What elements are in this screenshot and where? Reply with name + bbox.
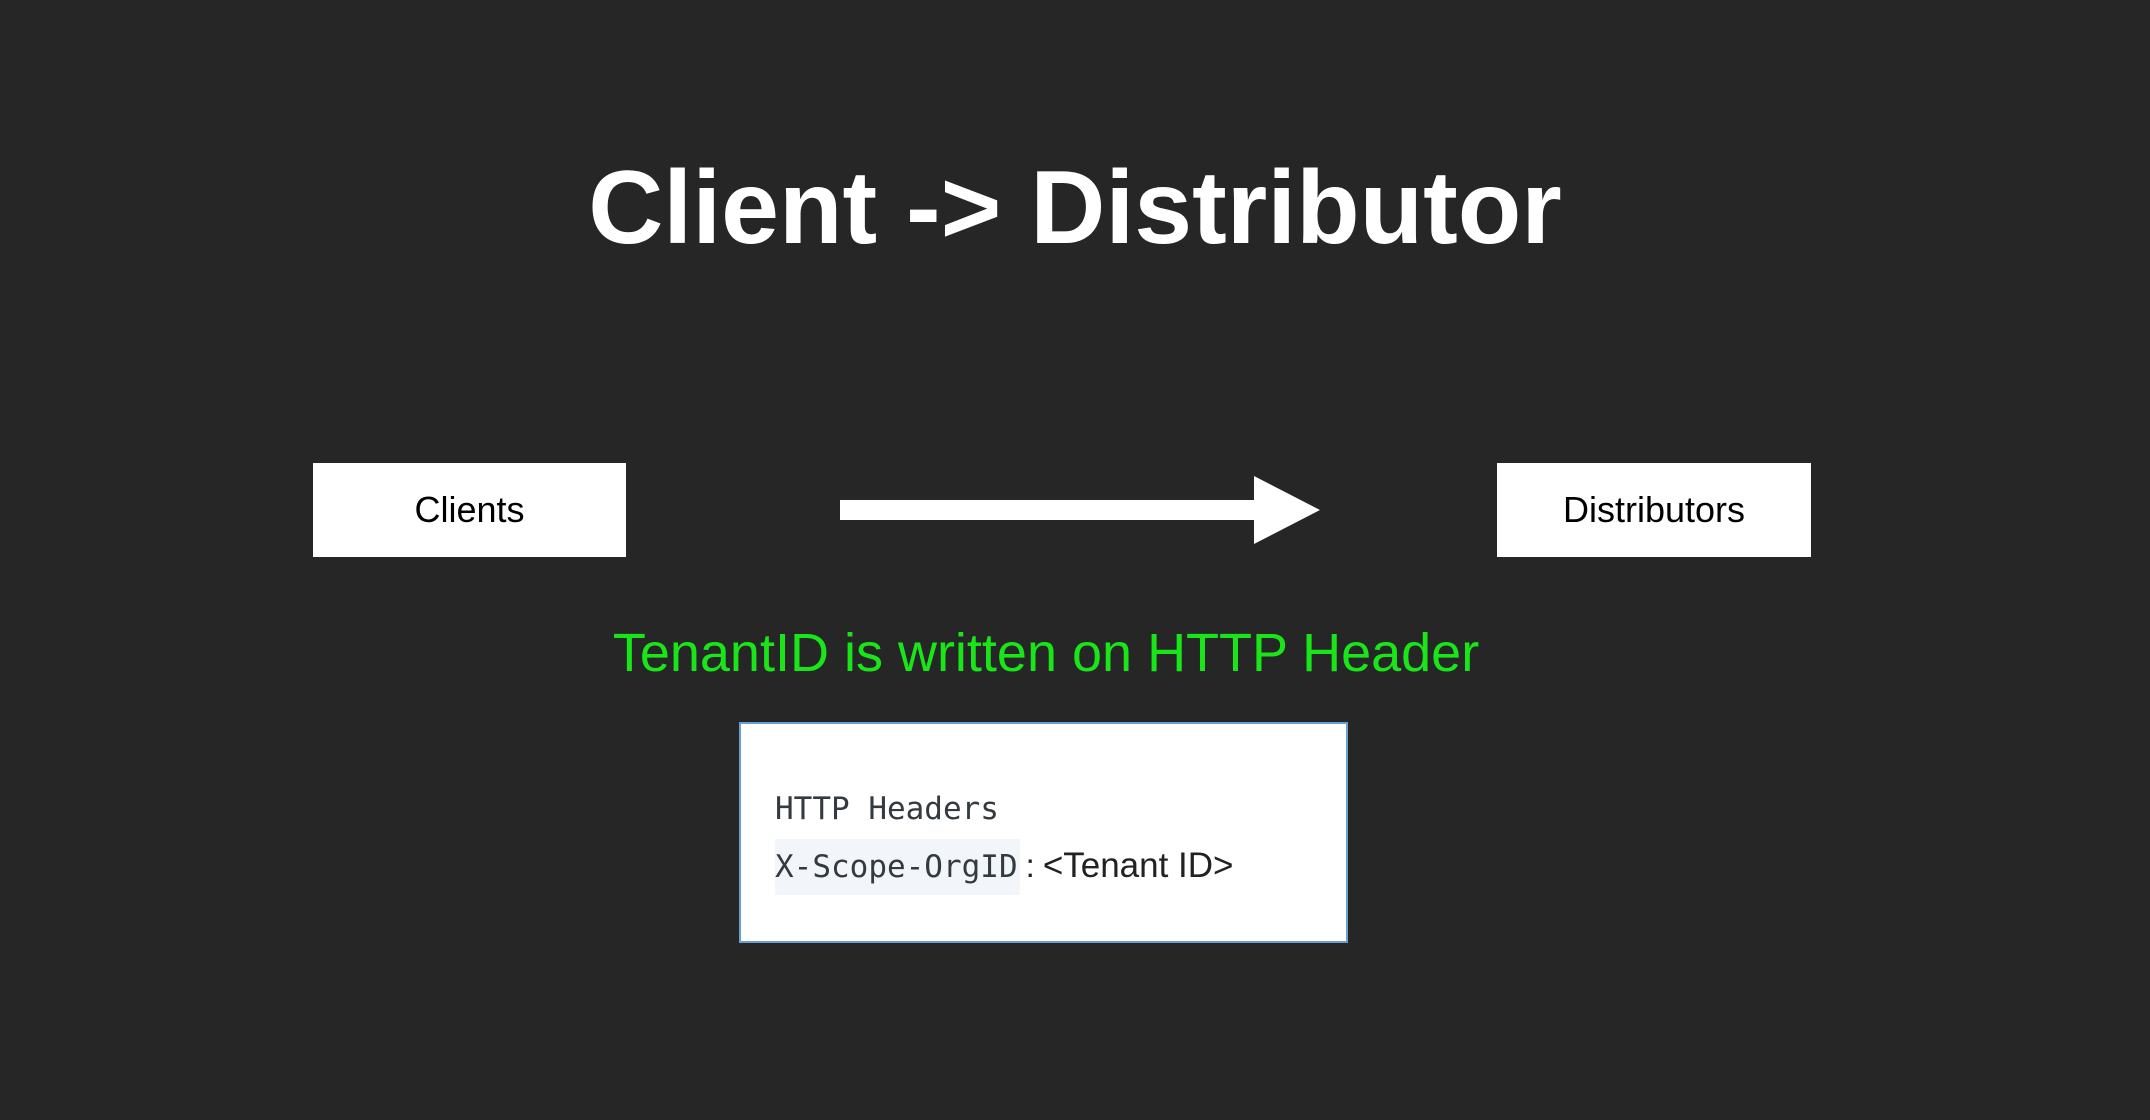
distributors-box-label: Distributors <box>1562 489 1746 530</box>
header-separator: : <box>1025 847 1035 884</box>
slide-title: Client -> Distributor <box>588 150 1562 266</box>
header-value: <Tenant ID> <box>1042 846 1234 885</box>
http-header-box: HTTP Headers X-Scope-OrgID:<Tenant ID> <box>739 722 1348 943</box>
header-key: X-Scope-OrgID <box>775 839 1020 895</box>
distributors-box: Distributors <box>1497 463 1811 557</box>
http-headers-heading: HTTP Headers <box>775 791 999 827</box>
arrow-shaft <box>840 500 1260 520</box>
arrow-head <box>1254 476 1320 544</box>
header-entry: X-Scope-OrgID:<Tenant ID> <box>775 838 1234 895</box>
clients-box-label: Clients <box>414 489 525 530</box>
right-arrow-icon <box>840 476 1320 544</box>
caption: TenantID is written on HTTP Header <box>612 623 1480 683</box>
http-headers-heading-line: HTTP Headers <box>775 780 999 836</box>
clients-box: Clients <box>313 463 626 557</box>
